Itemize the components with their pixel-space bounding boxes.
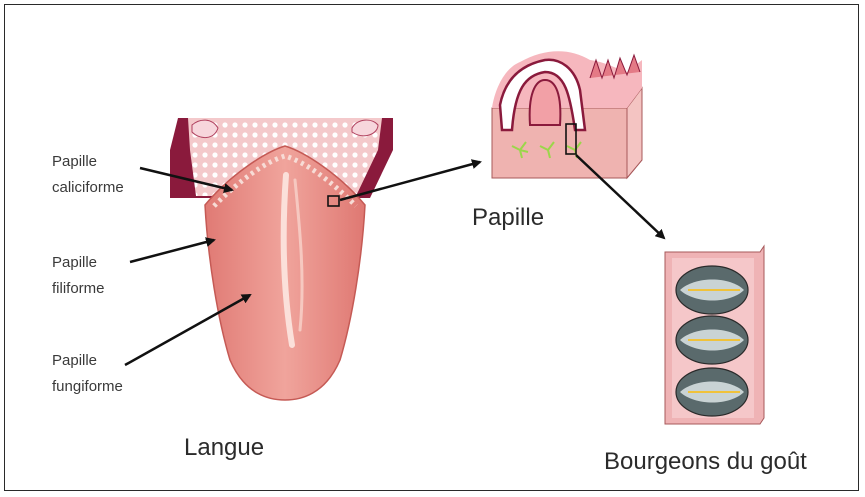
arrow-filiforme xyxy=(130,240,214,262)
taste-bud-2 xyxy=(676,316,748,364)
label-langue: Langue xyxy=(184,434,264,462)
label-bourgeons-du-gout: Bourgeons du goût xyxy=(604,448,807,476)
taste-bud-3 xyxy=(676,368,748,416)
taste-buds-illustration xyxy=(665,246,764,424)
label-papille: Papille xyxy=(472,204,544,232)
label-papille-fungiforme: Papille fungiforme xyxy=(52,348,123,400)
papilla-illustration xyxy=(492,51,642,178)
label-papille-filiforme: Papille filiforme xyxy=(52,250,105,302)
taste-bud-1 xyxy=(676,266,748,314)
label-papille-caliciforme: Papille caliciforme xyxy=(52,149,124,201)
tongue-illustration xyxy=(170,118,393,400)
